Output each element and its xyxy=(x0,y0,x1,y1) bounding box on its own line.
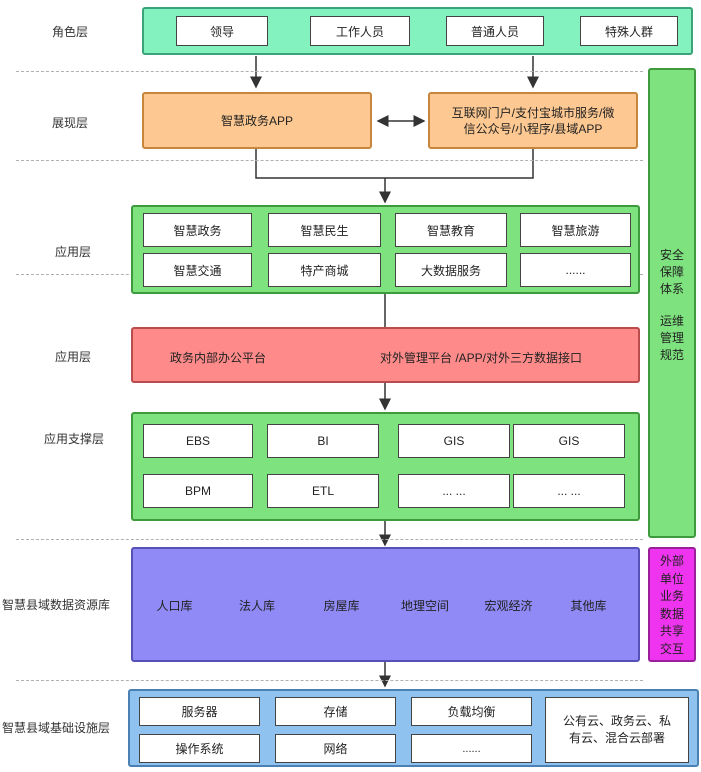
exchange-sidebar: 外部 单位 业务 数据 共享 交互 xyxy=(648,547,696,662)
database-label-wrap: 地理空间 xyxy=(391,578,459,632)
app-box: 特产商城 xyxy=(268,253,381,287)
exchange-line: 共享 xyxy=(659,624,684,638)
security-line: 安全 xyxy=(659,248,684,262)
ops-line: 运维 xyxy=(659,314,684,328)
support-box: GIS xyxy=(398,424,510,458)
support-box: ... ... xyxy=(398,474,510,508)
app-box: 智慧政务 xyxy=(143,213,252,247)
exchange-line: 单位 xyxy=(659,571,684,586)
separator xyxy=(16,71,643,72)
portal-line-2: 信公众号/小程序/县域APP xyxy=(463,121,603,136)
app-box: ...... xyxy=(520,253,631,287)
database-label-wrap: 其他库 xyxy=(553,578,624,632)
ops-line: 管理 xyxy=(659,331,684,345)
layer-label-role: 角色层 xyxy=(52,25,89,39)
database-label: 宏观经济 xyxy=(484,598,533,613)
support-box: BI xyxy=(267,424,379,458)
database-label: 法人库 xyxy=(238,598,275,613)
role-box: 特殊人群 xyxy=(580,16,678,46)
layer-label-infrastructure: 智慧县域基础设施层 xyxy=(2,721,111,735)
cloud-line-2: 有云、混合云部署 xyxy=(568,731,665,745)
portal-line-1: 互联网门户/支付宝城市服务/微 xyxy=(451,105,615,120)
infra-box: 操作系统 xyxy=(139,734,260,763)
app-box: 智慧交通 xyxy=(143,253,252,287)
infra-box: ...... xyxy=(411,734,532,763)
exchange-line: 外部 xyxy=(659,554,684,568)
infra-box: 服务器 xyxy=(139,697,260,726)
exchange-line: 数据 xyxy=(659,606,684,621)
database-label: 人口库 xyxy=(156,598,193,613)
platform-internal: 政务内部办公平台 xyxy=(170,351,267,365)
layer-label-data: 智慧县域数据资源库 xyxy=(2,598,111,612)
role-panel: 领导 工作人员 普通人员 特殊人群 xyxy=(142,7,693,55)
infra-box: 存储 xyxy=(275,697,396,726)
app-box: 智慧教育 xyxy=(395,213,507,247)
app-box: 智慧旅游 xyxy=(520,213,631,247)
portal-box: 互联网门户/支付宝城市服务/微 信公众号/小程序/县域APP xyxy=(428,92,638,149)
separator xyxy=(16,539,643,540)
cloud-line-1: 公有云、政务云、私 xyxy=(562,714,671,728)
database-label-wrap: 房屋库 xyxy=(307,578,376,632)
database-label-wrap: 人口库 xyxy=(140,578,209,632)
exchange-line: 业务 xyxy=(659,589,684,603)
infra-box: 网络 xyxy=(275,734,396,763)
platform-external: 对外管理平台 /APP/对外三方数据接口 xyxy=(380,351,583,365)
layer-label-support: 应用支撑层 xyxy=(44,432,105,446)
support-box: GIS xyxy=(513,424,625,458)
security-sidebar: 安全 保障 体系 运维 管理 规范 xyxy=(648,68,696,538)
ops-title: 运维 管理 规范 xyxy=(650,313,694,364)
merge-line xyxy=(255,149,534,179)
support-box: ETL xyxy=(267,474,379,508)
database-label: 地理空间 xyxy=(400,598,449,613)
security-title: 安全 保障 体系 xyxy=(650,247,694,298)
infrastructure-panel: 服务器 存储 负载均衡 操作系统 网络 ...... 公有云、政务云、私 有云、… xyxy=(128,689,699,767)
separator xyxy=(16,160,643,161)
exchange-title: 外部 单位 业务 数据 共享 交互 xyxy=(650,553,694,658)
role-box: 工作人员 xyxy=(310,16,410,46)
security-line: 保障 xyxy=(659,265,684,279)
layer-label-application: 应用层 xyxy=(55,350,92,364)
security-line: 体系 xyxy=(659,282,684,296)
smart-gov-app-box: 智慧政务APP xyxy=(142,92,372,149)
layer-label-application: 应用层 xyxy=(55,245,92,259)
platform-bar: 政务内部办公平台 对外管理平台 /APP/对外三方数据接口 xyxy=(131,327,640,383)
ops-line: 规范 xyxy=(659,348,684,362)
database-label: 房屋库 xyxy=(323,598,360,613)
role-box: 普通人员 xyxy=(446,16,544,46)
support-panel: EBS BI GIS GIS BPM ETL ... ... ... ... xyxy=(131,412,640,521)
separator xyxy=(16,680,643,681)
database-label-wrap: 法人库 xyxy=(223,578,291,632)
support-box: EBS xyxy=(143,424,253,458)
app-box: 大数据服务 xyxy=(395,253,507,287)
app-box: 智慧民生 xyxy=(268,213,381,247)
cloud-box: 公有云、政务云、私 有云、混合云部署 xyxy=(545,697,689,763)
exchange-line: 交互 xyxy=(659,641,684,656)
role-box: 领导 xyxy=(176,16,268,46)
apps-panel: 智慧政务 智慧民生 智慧教育 智慧旅游 智慧交通 特产商城 大数据服务 ....… xyxy=(131,205,640,294)
database-label-wrap: 宏观经济 xyxy=(474,578,543,632)
support-box: ... ... xyxy=(513,474,625,508)
support-box: BPM xyxy=(143,474,253,508)
data-panel xyxy=(131,547,640,662)
layer-label-presentation: 展现层 xyxy=(52,116,89,130)
database-label: 其他库 xyxy=(570,598,607,613)
infra-box: 负载均衡 xyxy=(411,697,532,726)
